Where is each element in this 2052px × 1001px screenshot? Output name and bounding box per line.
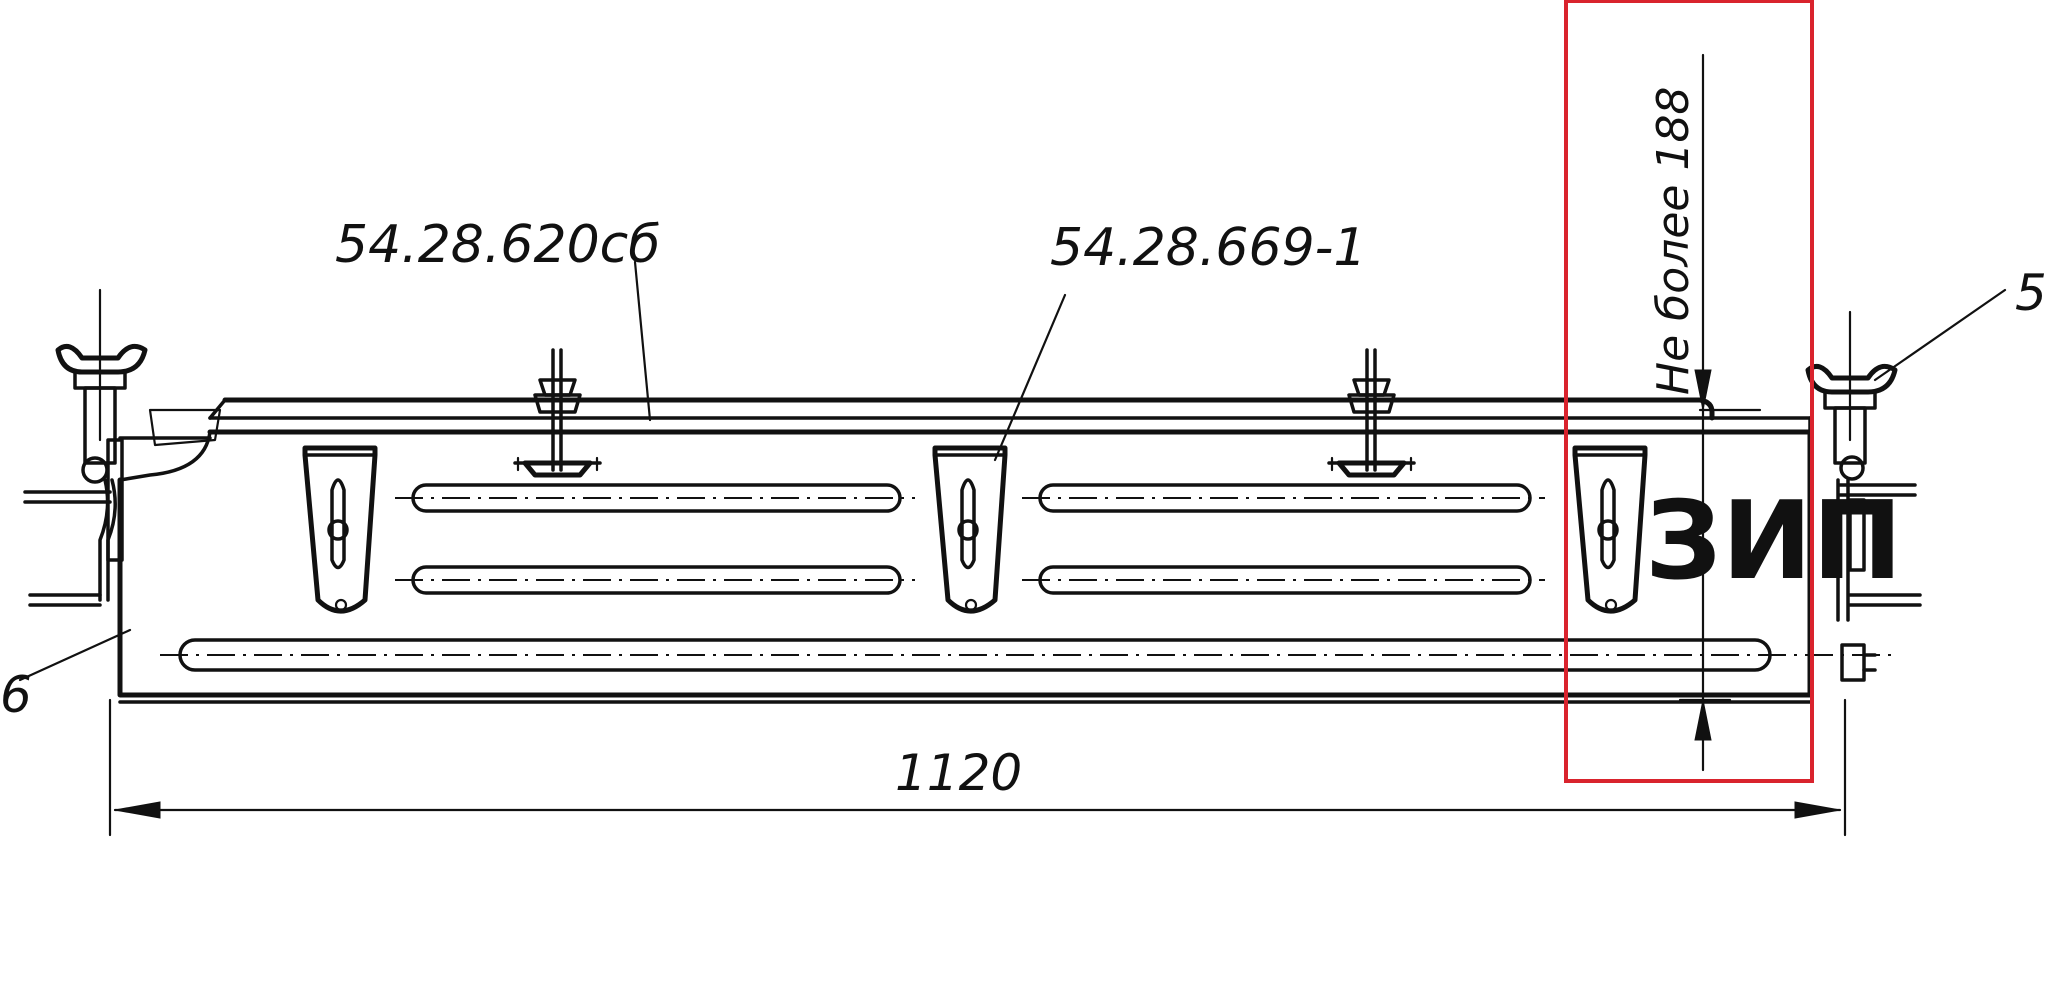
label-part-bracket: 54.28.669-1	[1050, 218, 1367, 278]
left-hardware	[23, 288, 148, 607]
brackets	[302, 445, 1648, 614]
label-height-note: Не более 188	[1648, 87, 1699, 395]
label-length-1120: 1120	[895, 744, 1022, 802]
label-position-6: 6	[0, 666, 32, 724]
length-dimension	[108, 698, 1847, 837]
highlight-frame	[1564, 0, 1814, 783]
bracket-middle	[932, 445, 1008, 614]
clamp-left	[513, 348, 602, 478]
label-part-frame: 54.28.620сб	[335, 215, 660, 275]
leader-lines	[18, 260, 2007, 682]
height-dimension	[1678, 53, 1762, 772]
right-hardware	[1805, 310, 1922, 682]
bracket-right	[1572, 445, 1648, 614]
top-clamps	[513, 348, 1416, 478]
marking-zip: ЗИП	[1645, 479, 1903, 604]
box-body	[117, 397, 1814, 704]
bracket-left	[302, 445, 378, 614]
clamp-right	[1327, 348, 1416, 478]
label-position-5: 5	[2015, 264, 2047, 322]
ribs	[160, 483, 1895, 672]
